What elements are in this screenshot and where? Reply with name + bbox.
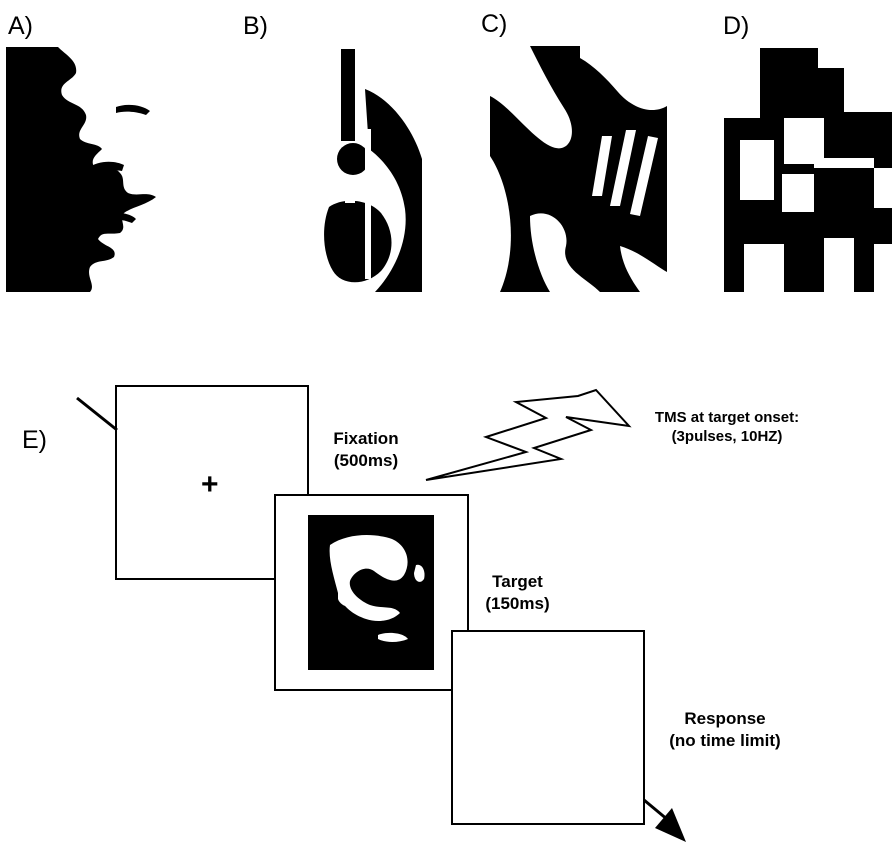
panel-label-b: B) [243,12,268,40]
timeline-arrow-shaft [643,798,669,822]
response-caption-duration: (no time limit) [669,731,781,750]
fixation-caption-duration: (500ms) [333,451,399,470]
stimulus-b-guitar [245,49,422,292]
tms-caption-title: TMS at target onset: [654,409,800,426]
panel-label-d: D) [723,12,750,40]
response-screen [451,630,645,825]
tms-lightning-icon [425,388,632,481]
response-caption-name: Response [684,709,766,728]
timeline-arrow-head-icon [655,808,686,842]
target-caption-duration: (150ms) [485,594,550,613]
stimulus-c-scrambled-object [490,46,667,292]
timeline-start-line [76,396,118,432]
target-caption-name: Target [492,572,543,591]
target-caption: Target (150ms) [470,571,565,615]
stimulus-a-face-profile [6,47,182,292]
fixation-caption: Fixation (500ms) [312,428,420,472]
target-stimulus-face [308,515,434,670]
stimulus-d-scrambled-pattern [724,48,892,292]
panel-label-a: A) [8,12,33,40]
tms-caption-params: (3pulses, 10HZ) [671,428,783,445]
panel-label-e: E) [22,426,47,454]
response-caption: Response (no time limit) [650,708,800,752]
fixation-cross: + [201,468,219,501]
panel-label-c: C) [481,10,508,38]
tms-caption: TMS at target onset: (3pulses, 10HZ) [632,408,822,446]
fixation-caption-name: Fixation [333,429,399,448]
